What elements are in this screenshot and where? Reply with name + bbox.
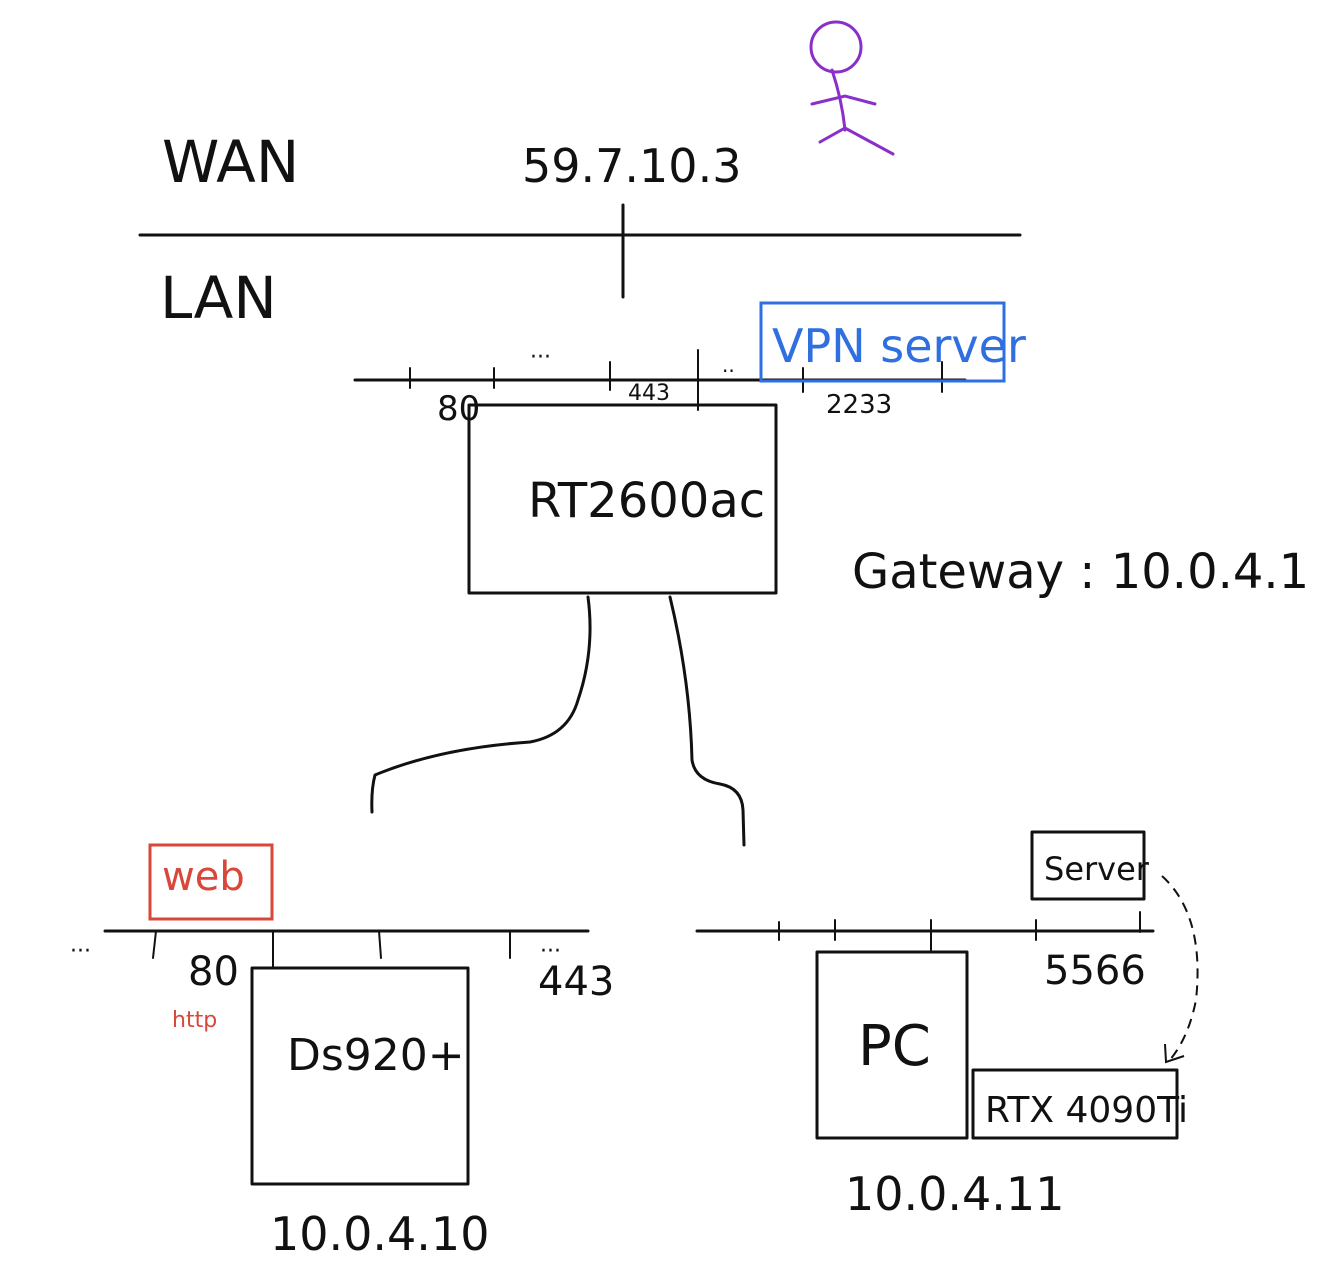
router-name: RT2600ac [528,473,765,529]
gpu-box [971,1068,1179,1140]
pc-name: PC [858,1014,931,1079]
public-ip-label: 59.7.10.3 [522,139,741,193]
web-service-box [148,843,274,921]
router-port-2233: 2233 [826,390,892,420]
port-tick [152,930,157,959]
vpn-server-box [759,301,1006,383]
pc-server-label: Server [1044,850,1150,888]
nas-name: Ds920+ [287,1030,465,1081]
cable-to-nas [370,595,592,814]
pc-box [815,950,969,1140]
port-tick [378,930,382,959]
nas-port-ellipsis-left: ··· [70,939,91,964]
pc-port-5566: 5566 [1044,948,1146,994]
router-port-ellipsis: ··· [530,345,551,370]
wan-label: WAN [162,128,299,196]
router-box [467,403,778,595]
nas-box [250,966,470,1186]
pc-ip: 10.0.4.11 [845,1167,1064,1221]
person-icon [809,20,895,156]
cable-to-pc [668,595,746,847]
gateway-label: Gateway : 10.0.4.1 [852,544,1309,600]
nas-port-80: 80 [188,949,239,995]
pc-server-box [1030,830,1146,901]
nas-port-ellipsis-right: ··· [540,939,561,964]
arrow-head-icon [1164,1043,1185,1064]
http-label: http [172,1008,217,1033]
nas-port-443: 443 [538,959,614,1005]
router-port-ellipsis-2: .. [722,353,735,377]
router-port-80: 80 [437,389,480,429]
server-to-gpu-arrow [1161,875,1199,1063]
web-service-label: web [162,854,245,900]
vpn-server-label: VPN server [772,319,1026,373]
gpu-label: RTX 4090Ti [985,1090,1188,1131]
router-port-443: 443 [628,381,670,406]
lan-label: LAN [160,264,277,332]
nas-ip: 10.0.4.10 [270,1207,489,1261]
